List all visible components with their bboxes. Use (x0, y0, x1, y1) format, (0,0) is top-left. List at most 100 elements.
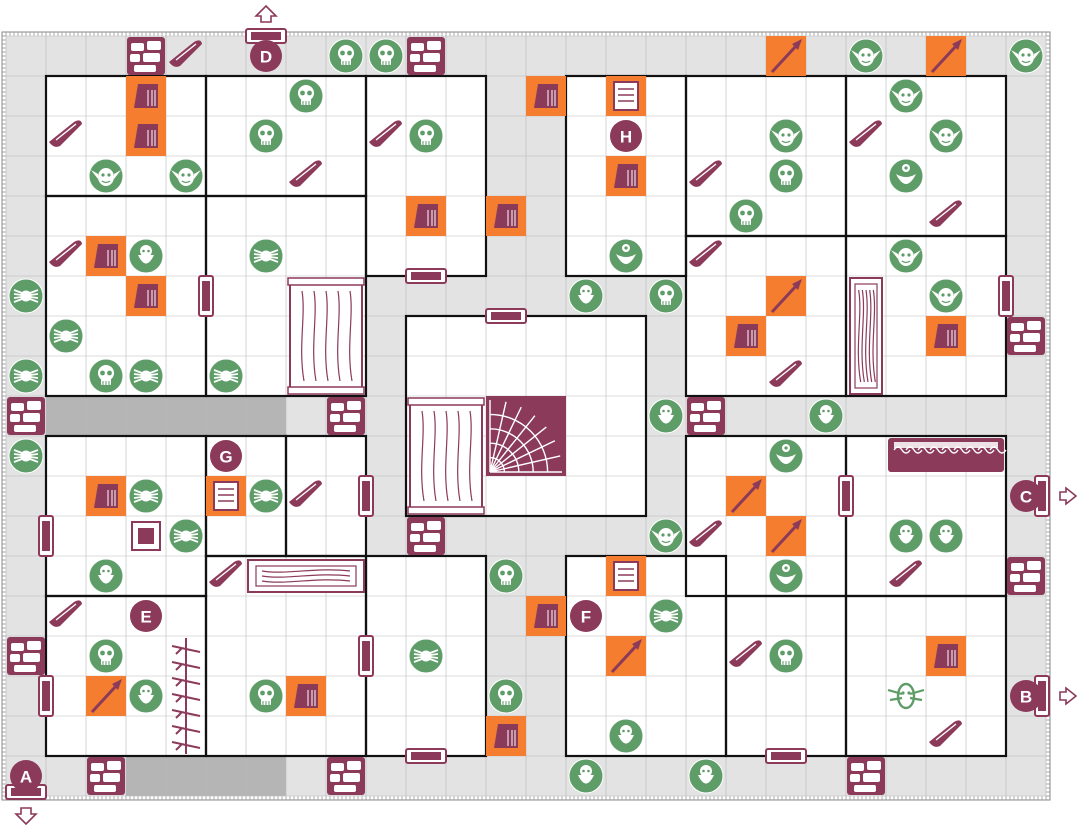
room-wall (844, 594, 1008, 758)
goblin-icon[interactable] (88, 158, 124, 194)
trap-icon (849, 120, 882, 147)
skull-icon[interactable] (488, 678, 524, 714)
fimir-icon[interactable] (768, 558, 804, 594)
skull-icon[interactable] (88, 638, 124, 674)
skull-icon[interactable] (768, 638, 804, 674)
door-horizontal[interactable] (405, 748, 447, 764)
room-marker-d: D (250, 40, 282, 72)
skull-icon[interactable] (368, 38, 404, 74)
skull-icon[interactable] (288, 78, 324, 114)
dwarf-icon[interactable] (88, 558, 124, 594)
goblin-icon[interactable] (888, 238, 924, 274)
dwarf-icon[interactable] (808, 398, 844, 434)
dwarf-icon[interactable] (128, 678, 164, 714)
orc-icon[interactable] (648, 518, 684, 554)
skull-icon[interactable] (408, 118, 444, 154)
door-vertical[interactable] (358, 475, 374, 517)
orc-icon[interactable] (848, 38, 884, 74)
chest-icon (486, 196, 526, 236)
trap-icon (769, 360, 802, 387)
door-vertical[interactable] (838, 475, 854, 517)
orc-icon[interactable] (888, 78, 924, 114)
skull-icon[interactable] (648, 278, 684, 314)
orc-icon[interactable] (928, 118, 964, 154)
door-vertical[interactable] (998, 275, 1014, 317)
door-vertical[interactable] (358, 635, 374, 677)
gargoyle-icon[interactable] (887, 682, 925, 710)
room-marker-label: H (620, 128, 632, 147)
door-vertical[interactable] (38, 675, 54, 717)
exit-arrow-right[interactable] (1059, 686, 1078, 706)
chest-icon (726, 316, 766, 356)
table-furniture (287, 277, 365, 395)
dwarf-icon[interactable] (568, 278, 604, 314)
orc-icon[interactable] (768, 118, 804, 154)
spear-icon (926, 36, 966, 76)
dwarf-icon[interactable] (608, 718, 644, 754)
spider-icon[interactable] (208, 358, 244, 394)
fimir-icon[interactable] (888, 158, 924, 194)
door-vertical[interactable] (38, 515, 54, 557)
fimir-icon[interactable] (768, 438, 804, 474)
skull-icon[interactable] (328, 38, 364, 74)
spider-icon[interactable] (248, 478, 284, 514)
spider-icon[interactable] (128, 358, 164, 394)
goblin-icon[interactable] (168, 158, 204, 194)
chest-icon (926, 636, 966, 676)
dwarf-icon[interactable] (648, 398, 684, 434)
trap-icon (289, 480, 322, 507)
markers-layer: A B C D E F G H (10, 4, 1078, 826)
room-marker-e: E (130, 600, 162, 632)
spider-icon[interactable] (408, 638, 444, 674)
rubble-block (7, 637, 45, 675)
goblin-icon[interactable] (928, 278, 964, 314)
room-marker-label: A (20, 768, 32, 787)
scroll-icon (606, 76, 646, 116)
spider-icon[interactable] (128, 478, 164, 514)
rubble-block (1007, 317, 1045, 355)
chest-icon (526, 596, 566, 636)
exit-arrow-down[interactable] (14, 807, 38, 826)
skull-icon[interactable] (88, 358, 124, 394)
exit-arrow-right[interactable] (1059, 486, 1078, 506)
door-horizontal[interactable] (765, 748, 807, 764)
dwarf-icon[interactable] (928, 518, 964, 554)
exit-arrow-up[interactable] (254, 4, 278, 23)
room-marker-label: G (219, 448, 232, 467)
spider-icon[interactable] (648, 598, 684, 634)
skull-icon[interactable] (768, 158, 804, 194)
door-horizontal[interactable] (405, 268, 447, 284)
room-marker-label: C (1020, 488, 1032, 507)
skull-icon[interactable] (248, 678, 284, 714)
chest-icon (406, 196, 446, 236)
spider-icon[interactable] (8, 358, 44, 394)
dwarf-icon[interactable] (128, 238, 164, 274)
trap-icon (929, 200, 962, 227)
skull-icon[interactable] (248, 118, 284, 154)
orc-icon[interactable] (1008, 38, 1044, 74)
room-marker-h: H (610, 120, 642, 152)
chest-icon (86, 476, 126, 516)
fimir-icon[interactable] (608, 238, 644, 274)
skull-icon[interactable] (728, 198, 764, 234)
skull-icon[interactable] (488, 558, 524, 594)
dwarf-icon[interactable] (688, 758, 724, 794)
door-vertical[interactable] (198, 275, 214, 317)
dwarf-icon[interactable] (888, 518, 924, 554)
spider-icon[interactable] (168, 518, 204, 554)
room-marker-b: B (1010, 680, 1042, 712)
trap-icon (209, 560, 242, 587)
spider-icon[interactable] (8, 438, 44, 474)
spider-icon[interactable] (8, 278, 44, 314)
spider-icon[interactable] (248, 238, 284, 274)
room-marker-label: F (581, 608, 591, 627)
rubble-block (327, 757, 365, 795)
exit-door[interactable] (245, 28, 287, 44)
room-marker-label: B (1020, 688, 1032, 707)
dwarf-icon[interactable] (568, 758, 604, 794)
spider-icon[interactable] (48, 318, 84, 354)
weapon-rack-furniture (171, 638, 201, 754)
rubble-block (407, 37, 445, 75)
door-horizontal[interactable] (485, 308, 527, 324)
